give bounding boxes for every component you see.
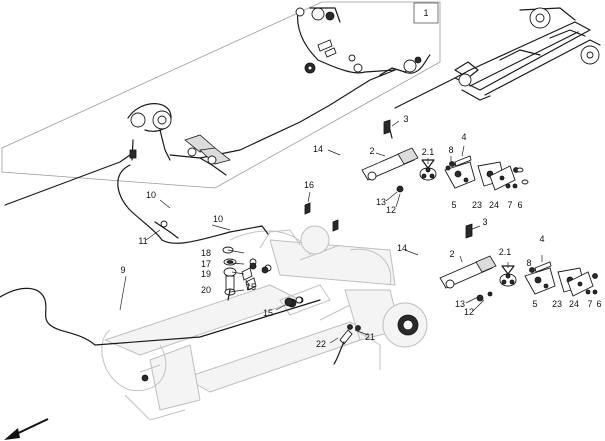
- callout-20: 20: [201, 285, 211, 295]
- callout-2-1-lower: 2.1: [499, 247, 512, 257]
- callout-18: 18: [201, 248, 211, 258]
- parts-cluster-center: [222, 202, 361, 365]
- upper-cylinder-group: [361, 119, 529, 193]
- callout-12-lower: 12: [464, 307, 474, 317]
- callout-10-upper: 10: [146, 190, 156, 200]
- callout-22: 22: [316, 339, 326, 349]
- callout-7-upper: 7: [507, 200, 512, 210]
- callout-14-upper: 14: [313, 144, 323, 154]
- callout-2-1-upper: 2.1: [422, 147, 435, 157]
- callout-8-lower: 8: [526, 258, 531, 268]
- callout-5-lower: 5: [532, 299, 537, 309]
- callout-3-upper: 3: [403, 114, 408, 124]
- upper-brake-lines: [4, 7, 431, 206]
- callout-10-lower: 10: [213, 214, 223, 224]
- inset-label: 1: [423, 8, 428, 18]
- leader-lines: [119, 120, 543, 344]
- callout-7-lower: 7: [587, 299, 592, 309]
- brake-pipes: [0, 164, 321, 346]
- callout-16: 16: [304, 180, 314, 190]
- callout-6-upper: 6: [517, 200, 522, 210]
- lower-cylinder-group: [439, 223, 598, 302]
- callout-23-lower: 23: [552, 299, 562, 309]
- upper-axle-assembly: [454, 7, 601, 101]
- inset-frame: 1: [1, 1, 441, 189]
- callout-15-left: 15: [246, 282, 256, 292]
- callout-4-lower: 4: [539, 234, 544, 244]
- callout-8-upper: 8: [448, 145, 453, 155]
- callout-19: 19: [201, 269, 211, 279]
- callout-17: 17: [201, 259, 211, 269]
- callout-6-lower: 6: [596, 299, 601, 309]
- callout-12-upper: 12: [386, 205, 396, 215]
- callout-15-lower: 15: [263, 308, 273, 318]
- callout-9: 9: [120, 265, 125, 275]
- callout-13-lower: 13: [455, 299, 465, 309]
- callout-24-upper: 24: [489, 200, 499, 210]
- callout-13-upper: 13: [376, 197, 386, 207]
- callout-4-upper: 4: [461, 132, 466, 142]
- callout-11: 11: [138, 236, 147, 246]
- direction-arrow-icon: [4, 418, 49, 440]
- chassis-frame: [101, 225, 428, 421]
- callout-2-lower: 2: [449, 249, 454, 259]
- callout-labels: 14 2 3 2.1 4 8 5 23 24 7 6 13 12 10 11 1…: [120, 114, 601, 349]
- callout-14-lower: 14: [397, 243, 407, 253]
- callout-21: 21: [365, 332, 375, 342]
- callout-2-upper: 2: [369, 146, 374, 156]
- callout-24-lower: 24: [569, 299, 579, 309]
- inset-label-box: [413, 2, 439, 24]
- callout-3-lower: 3: [482, 217, 487, 227]
- callout-23-upper: 23: [472, 200, 482, 210]
- callout-5-upper: 5: [451, 200, 456, 210]
